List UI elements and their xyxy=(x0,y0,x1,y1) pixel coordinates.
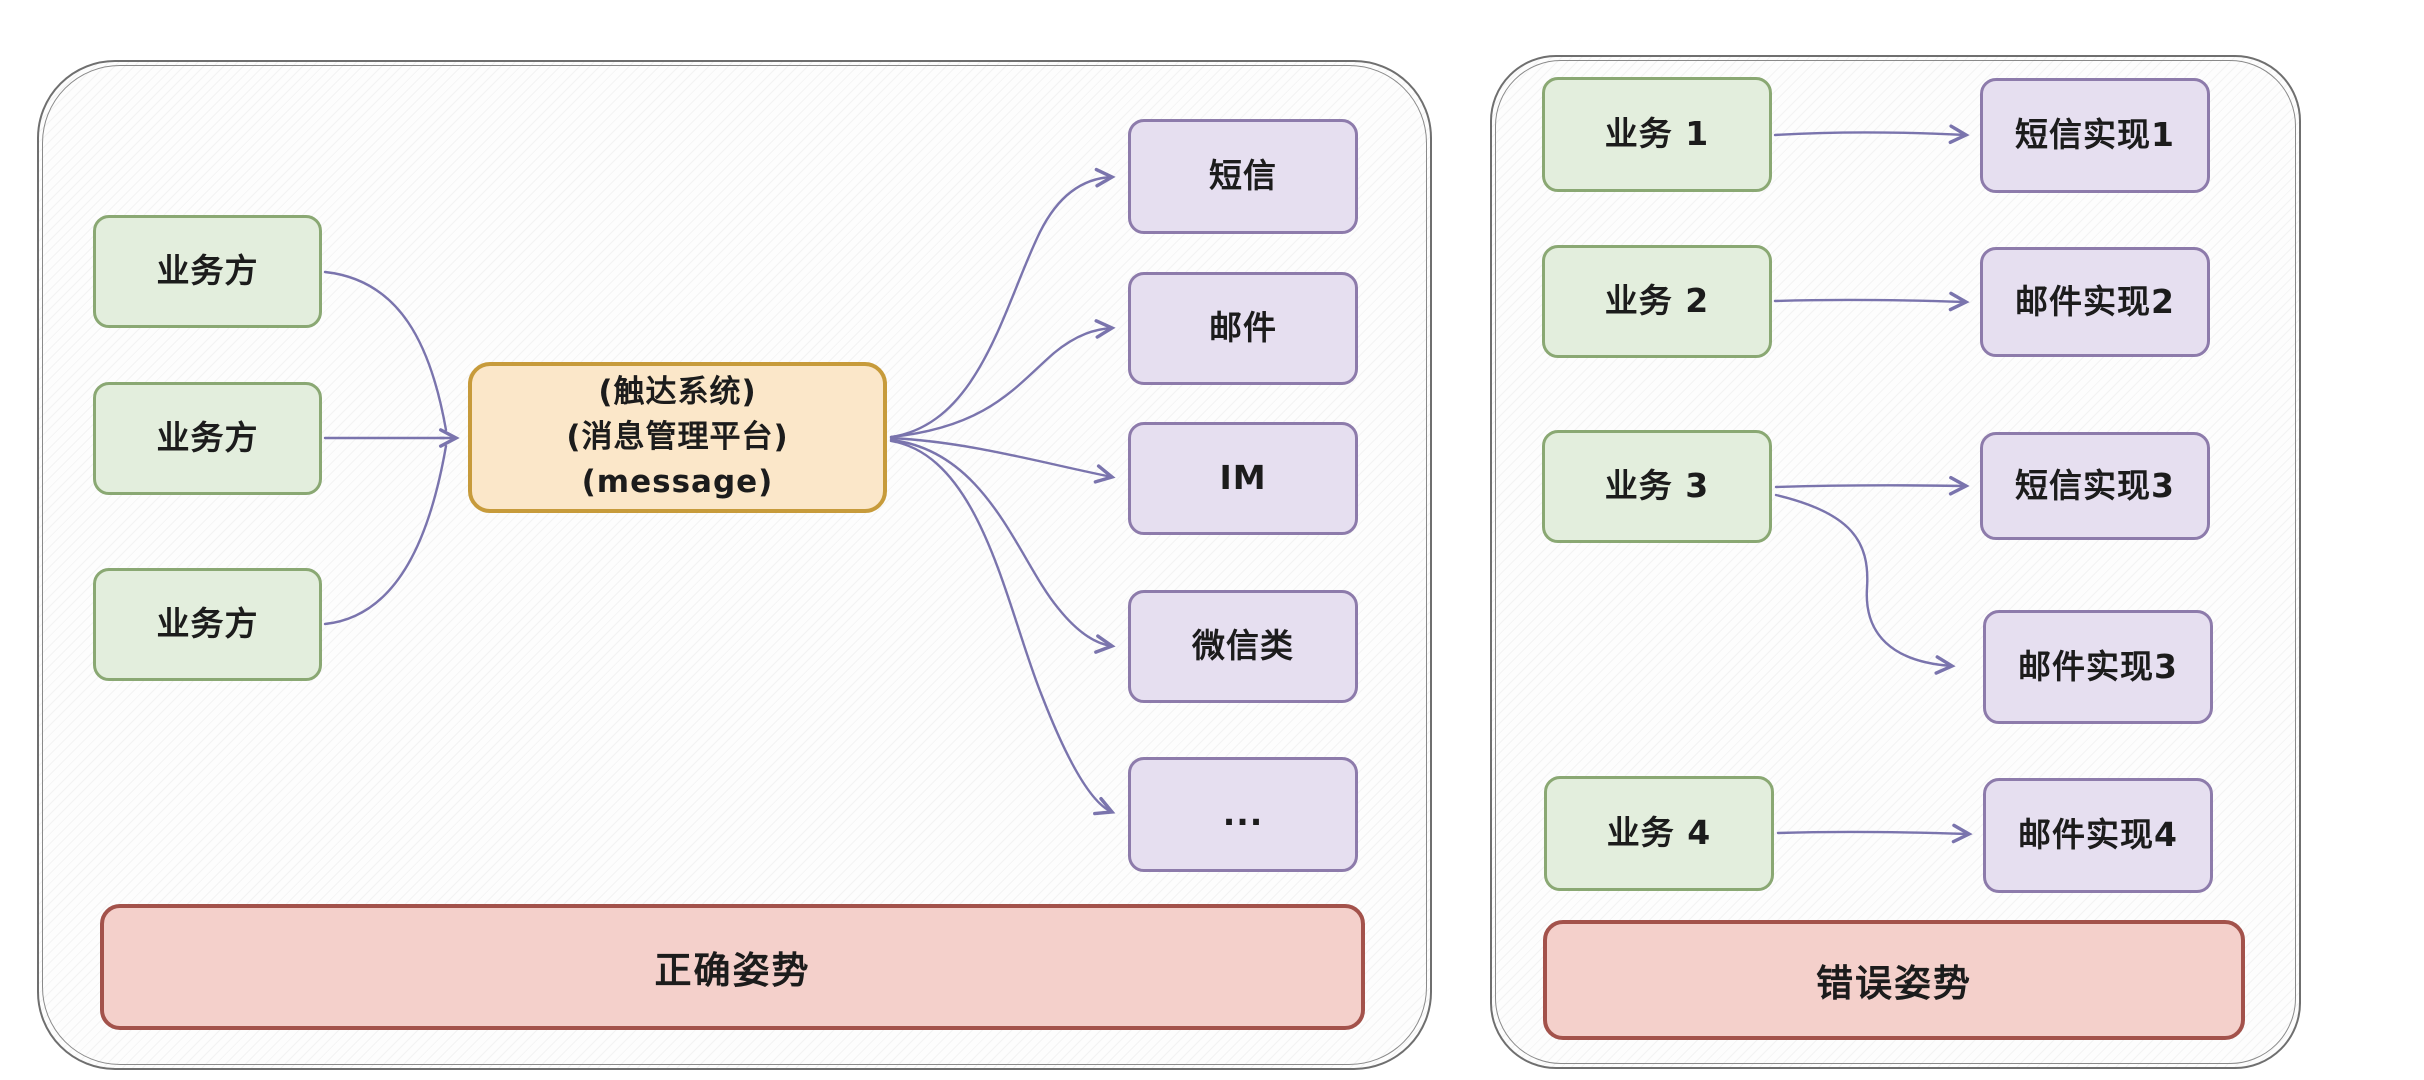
source-box-2-label: 业务方 xyxy=(156,418,259,458)
business-box-3: 业务 3 xyxy=(1542,430,1772,543)
impl-box-mail2: 邮件实现2 xyxy=(1980,247,2210,357)
hub-line-3: (message) xyxy=(581,463,774,500)
impl-mail3-label: 邮件实现3 xyxy=(2018,646,2178,686)
impl-mail2-label: 邮件实现2 xyxy=(2015,281,2175,321)
wrong-approach-banner-label: 错误姿势 xyxy=(1816,962,1972,1005)
impl-box-sms1: 短信实现1 xyxy=(1980,78,2210,193)
source-box-3-label: 业务方 xyxy=(156,604,259,644)
source-box-1: 业务方 xyxy=(93,215,322,328)
business-box-1: 业务 1 xyxy=(1542,77,1772,192)
correct-approach-banner: 正确姿势 xyxy=(100,904,1365,1030)
business-2-label: 业务 2 xyxy=(1604,281,1710,321)
business-box-4: 业务 4 xyxy=(1544,776,1774,891)
business-4-label: 业务 4 xyxy=(1606,813,1712,853)
channel-im-label: IM xyxy=(1219,458,1267,498)
channel-box-im: IM xyxy=(1128,422,1358,535)
wrong-approach-banner: 错误姿势 xyxy=(1543,920,2245,1040)
impl-box-mail4: 邮件实现4 xyxy=(1983,778,2213,893)
source-box-3: 业务方 xyxy=(93,568,322,681)
business-3-label: 业务 3 xyxy=(1604,466,1710,506)
business-1-label: 业务 1 xyxy=(1604,114,1710,154)
channel-wechat-label: 微信类 xyxy=(1192,626,1294,666)
wrong-approach-panel xyxy=(1490,55,2301,1069)
source-box-1-label: 业务方 xyxy=(156,251,259,291)
channel-box-more: ... xyxy=(1128,757,1358,872)
correct-approach-banner-label: 正确姿势 xyxy=(654,949,811,992)
channel-more-label: ... xyxy=(1222,794,1264,834)
source-box-2: 业务方 xyxy=(93,382,322,495)
hub-line-2: (消息管理平台) xyxy=(566,419,789,456)
impl-sms3-label: 短信实现3 xyxy=(2015,465,2175,505)
impl-box-sms3: 短信实现3 xyxy=(1980,432,2210,540)
message-hub-box: (触达系统) (消息管理平台) (message) xyxy=(468,362,887,513)
impl-sms1-label: 短信实现1 xyxy=(2015,115,2175,155)
impl-box-mail3: 邮件实现3 xyxy=(1983,610,2213,724)
channel-box-mail: 邮件 xyxy=(1128,272,1358,385)
impl-mail4-label: 邮件实现4 xyxy=(2018,815,2178,855)
business-box-2: 业务 2 xyxy=(1542,245,1772,358)
hub-line-1: (触达系统) xyxy=(598,374,757,411)
channel-box-sms: 短信 xyxy=(1128,119,1358,234)
channel-mail-label: 邮件 xyxy=(1209,308,1277,348)
channel-box-wechat: 微信类 xyxy=(1128,590,1358,703)
channel-sms-label: 短信 xyxy=(1209,156,1277,196)
